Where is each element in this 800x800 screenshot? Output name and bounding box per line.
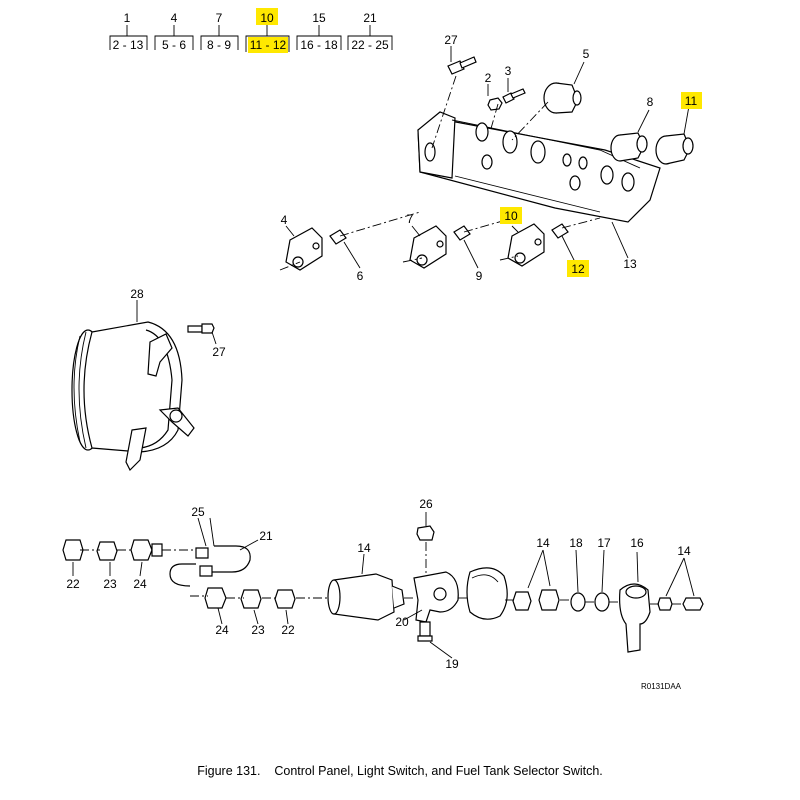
cap-part <box>551 223 569 239</box>
callout-20: 20 <box>395 615 409 629</box>
callout-10: 10 <box>504 209 518 223</box>
washer-part <box>240 589 262 609</box>
highlight-marker <box>681 92 702 109</box>
toggle-switch-part <box>507 223 545 267</box>
drawing-code: R0131DAA <box>641 682 682 691</box>
index-cell-highlighted: 10 11 - 12 <box>245 8 290 53</box>
index-cell: 1 2 - 13 <box>109 11 148 52</box>
index-cell: 21 22 - 25 <box>347 11 393 52</box>
index-range-label: 5 - 6 <box>162 38 186 52</box>
index-top-label: 7 <box>216 11 223 25</box>
callout-5: 5 <box>583 47 590 61</box>
nut-part <box>274 589 296 609</box>
toggle-switch-part <box>409 225 447 269</box>
switch-part <box>655 133 694 165</box>
callout-17: 17 <box>597 536 611 550</box>
figure-number: Figure 131. <box>197 764 261 778</box>
callout-2: 2 <box>485 71 492 85</box>
callout-7: 7 <box>407 212 414 226</box>
screw-part <box>187 323 215 334</box>
callout-14: 14 <box>677 544 691 558</box>
screw-part <box>417 621 433 642</box>
callout-22: 22 <box>66 577 80 591</box>
toggle-switch-part <box>285 227 323 271</box>
callout-18: 18 <box>569 536 583 550</box>
highlight-marker <box>248 37 288 53</box>
index-top-label: 4 <box>171 11 178 25</box>
index-top-label: 1 <box>124 11 131 25</box>
nut-part <box>62 539 84 561</box>
index-top-label: 21 <box>363 11 377 25</box>
screw-part <box>502 88 526 104</box>
washer-part <box>96 541 118 561</box>
callout-6: 6 <box>357 269 364 283</box>
figure-caption: Figure 131. Control Panel, Light Switch,… <box>0 764 800 778</box>
fitting-part <box>130 539 163 561</box>
highlight-marker <box>500 207 522 224</box>
callout-13: 13 <box>623 257 637 271</box>
callout-27: 27 <box>444 33 458 47</box>
screw-part <box>447 56 477 75</box>
callout-8: 8 <box>647 95 654 109</box>
figure-title: Control Panel, Light Switch, and Fuel Ta… <box>274 764 603 778</box>
index-range-label: 8 - 9 <box>207 38 231 52</box>
fuel-selector-assembly <box>71 300 217 472</box>
washer-part <box>594 592 610 612</box>
nut-part <box>487 97 503 111</box>
selector-handle <box>147 333 173 377</box>
washer-part <box>570 592 586 612</box>
wire-part <box>212 545 251 573</box>
cap-part <box>453 225 471 241</box>
highlight-marker <box>256 8 278 25</box>
control-panel-assembly <box>279 46 694 271</box>
index-cell: 4 5 - 6 <box>154 11 194 52</box>
callout-22: 22 <box>281 623 295 637</box>
light-switch-assembly <box>62 512 704 659</box>
callout-24: 24 <box>215 623 229 637</box>
switch-part <box>610 132 648 162</box>
callout-21: 21 <box>259 529 273 543</box>
selector-handle <box>125 427 147 472</box>
callout-23: 23 <box>251 623 265 637</box>
callout-19: 19 <box>445 657 459 671</box>
nut-part <box>416 525 435 541</box>
index-cell: 7 8 - 9 <box>200 11 239 52</box>
nut-part <box>538 589 560 611</box>
callout-24: 24 <box>133 577 147 591</box>
callout-25: 25 <box>191 505 205 519</box>
callout-labels: 27 2 3 5 8 11 4 6 7 9 10 12 13 28 27 25 … <box>66 33 702 691</box>
callout-27: 27 <box>212 345 226 359</box>
callout-9: 9 <box>476 269 483 283</box>
callout-12: 12 <box>571 262 585 276</box>
index-top-label: 10 <box>260 11 274 25</box>
knob-part <box>619 583 651 653</box>
light-switch-body <box>327 573 405 621</box>
index-table: 1 2 - 13 4 5 - 6 7 8 - 9 10 11 - 12 15 <box>109 8 393 53</box>
callout-3: 3 <box>505 64 512 78</box>
callout-14: 14 <box>536 536 550 550</box>
highlight-marker <box>567 260 589 277</box>
callout-28: 28 <box>130 287 144 301</box>
nut-part <box>657 597 673 611</box>
callout-26: 26 <box>419 497 433 511</box>
index-cell: 15 16 - 18 <box>296 11 342 52</box>
index-range-label: 2 - 13 <box>113 38 144 52</box>
index-range-label: 22 - 25 <box>351 38 389 52</box>
callout-11: 11 <box>685 94 698 108</box>
index-range-label: 16 - 18 <box>300 38 338 52</box>
callout-16: 16 <box>630 536 644 550</box>
callout-23: 23 <box>103 577 117 591</box>
cap-part <box>329 229 347 245</box>
nut-part <box>682 597 704 611</box>
nut-part <box>512 591 532 611</box>
callout-4: 4 <box>281 213 288 227</box>
knob-part <box>543 82 582 114</box>
index-top-label: 15 <box>312 11 326 25</box>
callout-14: 14 <box>357 541 371 555</box>
index-range-label: 11 - 12 <box>250 38 287 52</box>
fitting-part <box>204 587 227 609</box>
